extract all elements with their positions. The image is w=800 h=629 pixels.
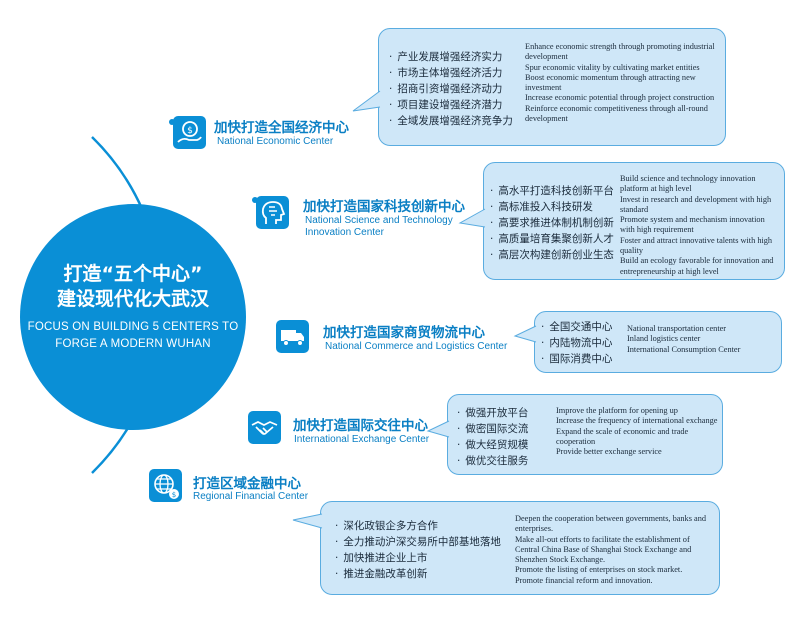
list-item: 做密国际交流 [457,421,528,437]
handshake-icon [248,411,281,444]
center-3-bubble: 全国交通中心 内陆物流中心 国际消费中心 National transporta… [513,311,782,373]
list-item: 推进金融改革创新 [335,566,501,582]
center-1-en-list: Enhance economic strength through promot… [525,42,719,124]
center-4-title: 加快打造国际交往中心 [293,418,428,434]
list-item: 项目建设增强经济潜力 [389,97,513,113]
list-item: Reinforce economic competitiveness throu… [525,103,708,124]
center-4-subtitle: International Exchange Center [294,434,430,445]
list-item: Expand the scale of economic and trade c… [556,426,689,446]
list-item: Invest in research and development with … [620,194,772,214]
list-item: 高水平打造科技创新平台 [490,183,614,199]
svg-text:$: $ [187,126,193,136]
center-3-subtitle: National Commerce and Logistics Center [325,341,508,352]
hub-title-line2: 建设现代化大武汉 [56,288,209,310]
list-item: Promote system and mechanism innovation … [620,215,765,235]
list-item: 全国交通中心 [541,319,612,335]
bubble-tail [513,325,537,343]
center-5-title: 打造区域金融中心 [193,476,301,492]
list-item: 市场主体增强经济活力 [389,65,513,81]
center-4-en-list: Improve the platform for opening up Incr… [556,406,720,457]
list-item: Provide better exchange service [556,447,662,457]
list-item: 产业发展增强经济实力 [389,49,513,65]
bubble-tail [426,420,450,438]
center-5-en-list: Deepen the cooperation between governmen… [515,514,711,586]
list-item: 深化政银企多方合作 [335,518,501,534]
list-item: Promote financial reform and innovation. [515,575,653,585]
list-item: Make all-out efforts to facilitate the e… [515,534,692,565]
center-3-en-list: National transportation center Inland lo… [627,324,777,355]
list-item: Build an ecology favorable for innovatio… [620,256,774,276]
list-item: Spur economic vitality by cultivating ma… [525,62,700,72]
list-item: 全域发展增强经济竞争力 [389,113,513,129]
list-item: 高标准投入科技研发 [490,199,614,215]
center-1-title: 加快打造全国经济中心 [214,120,349,136]
center-2-subtitle-line2: Innovation Center [305,227,384,238]
list-item: National transportation center [627,324,727,333]
money-hand-icon: $ [173,116,206,149]
list-item: Promote the listing of enterprises on st… [515,565,683,575]
hub-english-line1: FOCUS ON BUILDING 5 CENTERS TO [27,321,239,333]
list-item: Foster and attract innovative talents wi… [620,235,773,256]
list-item: Improve the platform for opening up [556,406,678,415]
center-4-bubble: 做强开放平台 做密国际交流 做大经贸规模 做优交往服务 Improve the … [426,394,723,475]
bubble-tail [458,208,486,228]
list-item: Inland logistics center [627,334,701,344]
center-1-subtitle: National Economic Center [217,136,334,147]
center-5-bubble: 深化政银企多方合作 全力推动沪深交易所中部基地落地 加快推进企业上市 推进金融改… [292,501,720,595]
list-item: 内陆物流中心 [541,335,612,351]
list-item: Increase the frequency of international … [556,416,718,426]
center-2-en-list: Build science and technology innovation … [620,174,780,277]
list-item: 高要求推进体制机制创新 [490,215,614,231]
center-2-zh-list: 高水平打造科技创新平台 高标准投入科技研发 高要求推进体制机制创新 高质量培育集… [490,183,614,263]
list-item: Increase economic potential through proj… [525,93,715,103]
truck-icon [276,320,309,353]
list-item: Boost economic momentum through attracti… [525,72,696,93]
center-2-bubble: 高水平打造科技创新平台 高标准投入科技研发 高要求推进体制机制创新 高质量培育集… [458,162,785,280]
center-2-title: 加快打造国家科技创新中心 [303,199,465,215]
list-item: 全力推动沪深交易所中部基地落地 [335,534,501,550]
list-item: 招商引资增强经济动力 [389,81,513,97]
center-2-subtitle-line1: National Science and Technology [305,215,453,226]
center-3-title: 加快打造国家商贸物流中心 [323,325,485,341]
globe-coin-icon: $ [149,469,182,502]
list-item: 国际消费中心 [541,351,612,367]
list-item: 高质量培育集聚创新人才 [490,231,614,247]
list-item: 加快推进企业上市 [335,550,501,566]
hub-english-line2: FORGE A MODERN WUHAN [55,338,211,350]
bubble-tail [352,90,381,112]
hub-title-line1: 打造“五个中心” [63,263,203,285]
list-item: 高层次构建创新创业生态 [490,247,614,263]
list-item: International Consumption Center [627,344,741,354]
center-4-zh-list: 做强开放平台 做密国际交流 做大经贸规模 做优交往服务 [457,405,528,469]
list-item: Enhance economic strength through promot… [525,42,715,62]
list-item: 做优交往服务 [457,453,528,469]
center-1-bubble: 产业发展增强经济实力 市场主体增强经济活力 招商引资增强经济动力 项目建设增强经… [352,28,726,146]
svg-text:$: $ [172,491,176,499]
hub-circle: 打造“五个中心” 建设现代化大武汉 FOCUS ON BUILDING 5 CE… [20,204,246,430]
center-5-zh-list: 深化政银企多方合作 全力推动沪深交易所中部基地落地 加快推进企业上市 推进金融改… [335,518,501,582]
center-3-zh-list: 全国交通中心 内陆物流中心 国际消费中心 [541,319,612,367]
center-5-subtitle: Regional Financial Center [193,491,309,502]
list-item: 做大经贸规模 [457,437,528,453]
list-item: Deepen the cooperation between governmen… [515,514,706,534]
bubble-tail [292,513,323,529]
list-item: 做强开放平台 [457,405,528,421]
head-brain-icon [256,196,289,229]
center-1-zh-list: 产业发展增强经济实力 市场主体增强经济活力 招商引资增强经济动力 项目建设增强经… [389,49,513,129]
list-item: Build science and technology innovation … [620,174,756,194]
